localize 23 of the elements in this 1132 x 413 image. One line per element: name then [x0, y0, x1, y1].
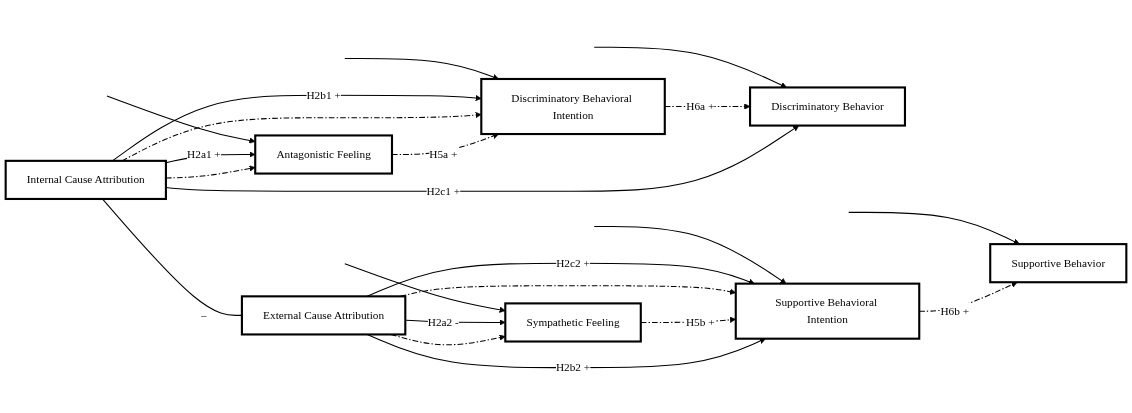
node-box: Supportive Behavioral Intention: [734, 282, 921, 340]
edge-label: H2b2 +: [555, 361, 591, 374]
arrow: [106, 95, 256, 144]
node-box: Antagonistic Feeling: [254, 134, 394, 175]
edge-label: H2a2 -: [427, 316, 459, 329]
edge-label: –: [201, 309, 207, 322]
node-box: Supportive Behavior: [989, 243, 1128, 284]
edge-label: H6b +: [940, 304, 970, 317]
edge-label: H5b +: [685, 316, 715, 329]
edge-label: H2c2 +: [556, 256, 590, 269]
node-box: Discriminatory Behavior: [749, 86, 906, 127]
arrow: [165, 165, 256, 179]
edge-label: H2c1 +: [426, 184, 461, 197]
node-box: Discriminatory Behavioral Intention: [480, 78, 666, 136]
arrow: [344, 263, 506, 313]
node-box: Internal Cause Attribution: [4, 159, 167, 201]
node-box: External Cause Attribution: [240, 295, 407, 336]
node-box: Sympathetic Feeling: [504, 302, 642, 343]
edge-label: H5a +: [429, 148, 458, 161]
edge-label: H6a +: [686, 100, 715, 113]
edge-label: H2b1 +: [306, 88, 341, 101]
arrow: [848, 211, 1020, 245]
edge-label: H2a1 +: [187, 148, 221, 161]
